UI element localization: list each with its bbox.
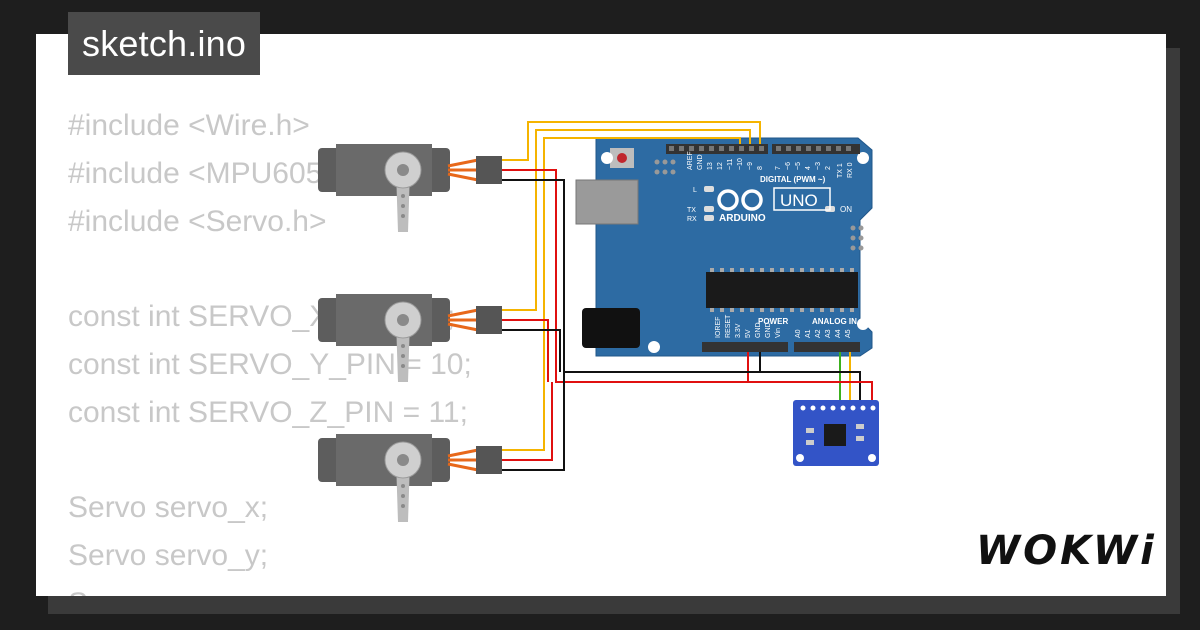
mounting-hole xyxy=(857,152,869,164)
model-box xyxy=(773,187,831,211)
led-tx-label: TX xyxy=(687,207,696,214)
digital-label: DIGITAL (PWM ~) xyxy=(760,175,826,184)
code-line: #include <Wire.h> xyxy=(68,109,310,142)
pin-label: IOREF xyxy=(715,317,722,338)
pin-label: A5 xyxy=(845,329,852,338)
power-label: POWER xyxy=(758,317,788,326)
mounting-hole xyxy=(601,152,613,164)
analog-label: ANALOG IN xyxy=(812,317,857,326)
pin-label: 5V xyxy=(745,329,752,338)
icsp-header-2 xyxy=(850,225,864,251)
pin-label: AREF xyxy=(687,151,694,170)
pin-label: A3 xyxy=(825,329,832,338)
pin-label: ~5 xyxy=(795,162,802,170)
pin-label: GND xyxy=(765,322,772,338)
code-line: #include <Servo.h> xyxy=(68,204,327,238)
pin-label: 3.3V xyxy=(735,323,742,338)
code-line: const int SERVO_Y_PIN = 10; xyxy=(68,347,472,381)
pin-label: GND xyxy=(755,322,762,338)
pin-label: 7 xyxy=(775,166,782,170)
pin-label: ~9 xyxy=(747,162,754,170)
pin-label: ~6 xyxy=(785,162,792,170)
pin-label: A1 xyxy=(805,329,812,338)
wires xyxy=(502,121,873,471)
mounting-hole xyxy=(648,341,660,353)
pin-label: RESET xyxy=(725,314,732,338)
servo-y[interactable] xyxy=(318,294,450,382)
code-line: const int SERVO_Z_PIN = 11; xyxy=(68,395,468,429)
code-preview: #include <Wire.h>#include <MPU6050.h>#in… xyxy=(68,102,472,596)
code-line: Servo servo_x; xyxy=(68,491,269,525)
arduino-logo-icon xyxy=(717,189,763,211)
pin-label: 13 xyxy=(707,162,714,170)
led-rx-label: RX xyxy=(687,216,697,223)
pin-label: 8 xyxy=(757,166,764,170)
led-l xyxy=(704,186,714,192)
pin-label: 4 xyxy=(805,166,812,170)
reset-button-cap[interactable] xyxy=(617,153,627,163)
pin-label: A4 xyxy=(835,329,842,338)
pin-label: A2 xyxy=(815,329,822,338)
pin-label: ~11 xyxy=(727,159,734,170)
microcontroller-chip xyxy=(706,272,858,308)
pin-label: Vin xyxy=(775,328,782,338)
pin-label: TX 1 xyxy=(837,163,844,178)
wokwi-logo: WOKWi xyxy=(976,528,1157,574)
usb-port xyxy=(575,179,639,225)
led-on-label: ON xyxy=(840,205,852,214)
servo-x[interactable] xyxy=(318,144,450,232)
pin-label: ~3 xyxy=(815,162,822,170)
servo-z[interactable] xyxy=(318,434,450,522)
mounting-hole xyxy=(857,318,869,330)
pin-label: GND xyxy=(697,154,704,170)
arduino-uno-board[interactable]: AREF GND 13 12 ~11 ~10 ~9 8 7 ~6 ~5 4 ~3… xyxy=(575,137,873,357)
led-tx xyxy=(704,206,714,212)
mpu6050-sensor[interactable] xyxy=(793,400,879,466)
model-label: UNO xyxy=(780,191,818,210)
pin-label: 2 xyxy=(825,166,832,170)
led-rx xyxy=(704,215,714,221)
led-l-label: L xyxy=(693,187,697,194)
icsp-header xyxy=(654,159,676,175)
arduino-brand-label: ARDUINO xyxy=(719,213,766,224)
code-line: Servo servo_z; xyxy=(68,580,472,596)
pin-label: ~10 xyxy=(737,158,744,170)
power-header[interactable] xyxy=(702,342,788,352)
digital-header-left[interactable] xyxy=(666,144,768,154)
code-line: Servo servo_y; xyxy=(68,539,269,573)
pin-label: A0 xyxy=(795,329,802,338)
file-tab[interactable]: sketch.ino xyxy=(68,12,261,75)
power-jack xyxy=(582,308,640,348)
pin-label: 12 xyxy=(717,162,724,170)
pin-label: RX 0 xyxy=(847,162,854,178)
servo-connectors xyxy=(447,156,502,474)
analog-header[interactable] xyxy=(794,342,860,352)
